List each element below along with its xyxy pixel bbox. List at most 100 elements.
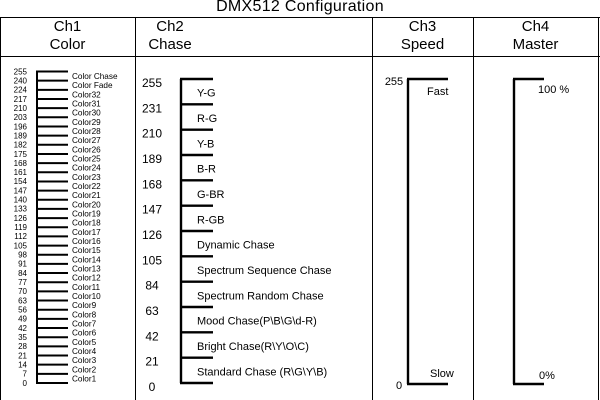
ch1-color-label: Color18 (72, 219, 101, 228)
ch1-color-label: Color9 (72, 301, 97, 310)
ch1-value-label: 255 (14, 67, 28, 76)
ch2-chase-label: Y-G (197, 88, 216, 100)
ch1-color-label: Color31 (72, 100, 101, 109)
ch1-color-label: Color12 (72, 274, 101, 283)
ch1-value-label: 0 (23, 379, 28, 388)
ch1-color-label: Color17 (72, 228, 101, 237)
ch2-chase-label: Y-B (197, 138, 214, 150)
ch1-color-label: Color26 (72, 145, 101, 154)
ch3-top-value: 255 (385, 76, 403, 88)
ch2-value-label: 255 (142, 76, 162, 90)
column-divider (598, 17, 599, 400)
ch1-value-label: 161 (14, 168, 28, 177)
ch4-header: Ch4 Master (473, 18, 598, 54)
ch1-color-label: Color Fade (72, 81, 113, 90)
ch4-name: Master (512, 36, 559, 53)
ch2-value-label: 231 (142, 101, 162, 115)
ch2-value-label: 63 (145, 304, 159, 318)
ch1-value-label: 119 (14, 223, 27, 232)
ch1-value-label: 189 (14, 131, 28, 140)
ch1-color-label: Color24 (72, 164, 101, 173)
ch3-fast-label: Fast (427, 86, 448, 98)
ch1-value-label: 196 (14, 122, 28, 131)
ch1-value-label: 240 (14, 76, 28, 85)
ch1-value-label: 112 (14, 232, 27, 241)
ch2-chase-label: R-G (197, 113, 217, 125)
ch1-color-label: Color21 (72, 191, 101, 200)
ch3-bottom-value: 0 (396, 380, 402, 392)
title-divider (0, 17, 600, 18)
ch1-value-label: 7 (23, 370, 28, 379)
ch1-value-label: 133 (14, 205, 28, 214)
column-divider (372, 17, 373, 400)
ch1-color-label: Color3 (72, 356, 97, 365)
column-divider (135, 17, 136, 400)
ch2-value-label: 210 (142, 127, 162, 141)
ch1-value-label: 42 (18, 324, 27, 333)
ch1-color-label: Color13 (72, 264, 101, 273)
ch1-name: Color (49, 36, 86, 53)
ch3-name: Speed (400, 36, 445, 53)
ch1-value-label: 154 (14, 177, 28, 186)
ch2-chase-label: Spectrum Random Chase (197, 290, 324, 302)
ch1-color-label: Color16 (72, 237, 101, 246)
ch1-color-label: Color5 (72, 338, 97, 347)
ch2-chase-label: Standard Chase (R\G\Y\B) (197, 366, 327, 378)
ch3-slow-label: Slow (430, 368, 454, 380)
ch1-label: Ch1 (53, 18, 82, 35)
ch1-color-label: Color22 (72, 182, 101, 191)
ch1-header: Ch1 Color (0, 18, 135, 54)
ch2-value-label: 0 (149, 380, 156, 394)
ch1-color-label: Color8 (72, 310, 97, 319)
ch1-value-label: 217 (14, 95, 28, 104)
ch2-value-label: 147 (142, 203, 162, 217)
ch2-chase-label: G-BR (197, 189, 225, 201)
ch2-chase-label: R-GB (197, 214, 225, 226)
ch1-color-label: Color20 (72, 200, 101, 209)
ch1-value-label: 168 (14, 159, 28, 168)
ch1-color-label: Color10 (72, 292, 101, 301)
ch1-value-label: 21 (18, 351, 27, 360)
ch1-value-label: 140 (14, 196, 28, 205)
ch1-color-label: Color25 (72, 155, 101, 164)
ch2-value-label: 105 (142, 253, 162, 267)
ch1-color-label: Color11 (72, 283, 101, 292)
column-divider (473, 17, 474, 400)
ch1-value-label: 175 (14, 150, 28, 159)
ch1-value-label: 35 (18, 333, 27, 342)
ch4-bottom-label: 0% (539, 370, 555, 382)
ch2-header: Ch2 Chase (135, 18, 205, 54)
ch1-value-label: 63 (18, 296, 27, 305)
ch1-value-label: 210 (14, 104, 28, 113)
ch1-value-label: 91 (18, 260, 27, 269)
ch2-chase-label: B-R (197, 164, 216, 176)
ch1-color-label: Color6 (72, 329, 97, 338)
ch1-value-label: 84 (18, 269, 27, 278)
ch1-value-label: 98 (18, 251, 27, 260)
ch1-color-label: Color23 (72, 173, 101, 182)
header-divider (0, 56, 600, 57)
ch1-value-label: 182 (14, 141, 28, 150)
ch1-color-label: Color2 (72, 365, 97, 374)
ch1-color-label: Color32 (72, 90, 101, 99)
ch1-color-label: Color29 (72, 118, 101, 127)
ch1-color-label: Color19 (72, 210, 101, 219)
ch1-value-label: 70 (18, 287, 27, 296)
ch1-value-label: 49 (18, 315, 27, 324)
ch1-value-label: 56 (18, 306, 27, 315)
ch1-color-label: Color4 (72, 347, 97, 356)
ch2-chase-label: Bright Chase(R\Y\O\C) (197, 341, 309, 353)
ch1-value-label: 224 (14, 86, 28, 95)
ch1-color-label: Color Chase (72, 72, 118, 81)
ch2-value-label: 84 (145, 279, 159, 293)
ch1-color-label: Color7 (72, 319, 97, 328)
ch2-value-label: 126 (142, 228, 162, 242)
ch1-color-label: Color15 (72, 246, 101, 255)
ch1-value-label: 105 (14, 241, 28, 250)
ch3-label: Ch3 (408, 18, 437, 35)
ch3-header: Ch3 Speed (372, 18, 473, 54)
ch1-value-label: 203 (14, 113, 28, 122)
ch2-value-label: 21 (145, 355, 159, 369)
